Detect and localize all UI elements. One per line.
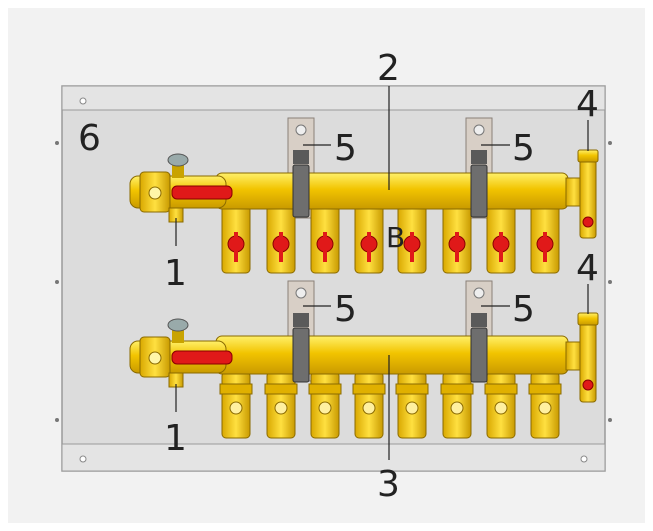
panel-hole (580, 455, 588, 463)
outlet-nut (308, 383, 342, 395)
outlet-nut (219, 383, 253, 395)
outlet-nut (484, 383, 518, 395)
bracket-clamp-knob (293, 313, 309, 327)
bracket-screw (295, 287, 307, 299)
outlet-port (229, 401, 243, 415)
panel-hole (608, 141, 612, 145)
panel-hole (55, 141, 59, 145)
outlet-port (274, 401, 288, 415)
callout-2: 2 (377, 48, 400, 89)
outlet-nut (395, 383, 429, 395)
inlet-valve-port (148, 186, 162, 200)
ball-valve-lever (543, 232, 547, 262)
panel-hole (608, 280, 612, 284)
outlet-port (450, 401, 464, 415)
inlet-valve-port (148, 351, 162, 365)
ball-valve-lever (410, 232, 414, 262)
callout-5-bottom-left: 5 (334, 289, 357, 330)
callout-5-top-right: 5 (512, 128, 535, 169)
callout-3: 3 (377, 464, 400, 505)
bracket-clamp (470, 327, 488, 383)
air-vent-cap (577, 149, 599, 163)
bracket-screw (473, 287, 485, 299)
ball-valve-lever (234, 232, 238, 262)
outlet-row-bottom (219, 371, 562, 439)
panel-hole (79, 455, 87, 463)
bracket-clamp-knob (471, 313, 487, 327)
thermometer-cap (167, 318, 189, 332)
outlet-row-top (221, 204, 560, 274)
bracket-screw (295, 124, 307, 136)
ball-valve-lever (455, 232, 459, 262)
red-lever-handle (171, 350, 233, 365)
panel-hole (608, 418, 612, 422)
ball-valve-lever (279, 232, 283, 262)
outlet-nut (264, 383, 298, 395)
bracket-clamp (292, 164, 310, 218)
callout-6: 6 (78, 118, 101, 159)
valve-stem (172, 164, 184, 178)
panel-top-flange (61, 85, 606, 111)
callout-5-top-left: 5 (334, 128, 357, 169)
outlet-port (362, 401, 376, 415)
callout-5-bottom-right: 5 (512, 289, 535, 330)
valve-stem (172, 329, 184, 343)
drain-valve-red (582, 216, 594, 228)
bottom-manifold (129, 280, 599, 439)
callout-4-bottom: 4 (576, 248, 599, 289)
bracket-screw (473, 124, 485, 136)
ball-valve-lever (367, 232, 371, 262)
manifold-bar (215, 335, 569, 375)
outlet-port (318, 401, 332, 415)
bracket-clamp (470, 164, 488, 218)
air-vent-cap (577, 312, 599, 326)
drain-valve-red (582, 379, 594, 391)
red-lever-handle (171, 185, 233, 200)
outlet-nut (440, 383, 474, 395)
outlet-nut (352, 383, 386, 395)
outlet-nut (528, 383, 562, 395)
leader-lines (175, 86, 589, 460)
panel-hole (55, 418, 59, 422)
manifold-bar (215, 172, 569, 210)
bracket-clamp-knob (471, 150, 487, 164)
ball-valve-lever (499, 232, 503, 262)
outlet-port (405, 401, 419, 415)
callout-4-top: 4 (576, 84, 599, 125)
callout-1-bottom: 1 (164, 418, 187, 459)
label-b: B (386, 221, 405, 254)
panel-hole (79, 97, 87, 105)
ball-valve-lever (323, 232, 327, 262)
panel-bottom-flange (61, 443, 606, 472)
outlet-port (538, 401, 552, 415)
panel-hole (55, 280, 59, 284)
callout-1-top: 1 (164, 253, 187, 294)
outlet-port (494, 401, 508, 415)
top-manifold (129, 117, 599, 274)
bracket-clamp (292, 327, 310, 383)
bracket-clamp-knob (293, 150, 309, 164)
thermometer-cap (167, 153, 189, 167)
